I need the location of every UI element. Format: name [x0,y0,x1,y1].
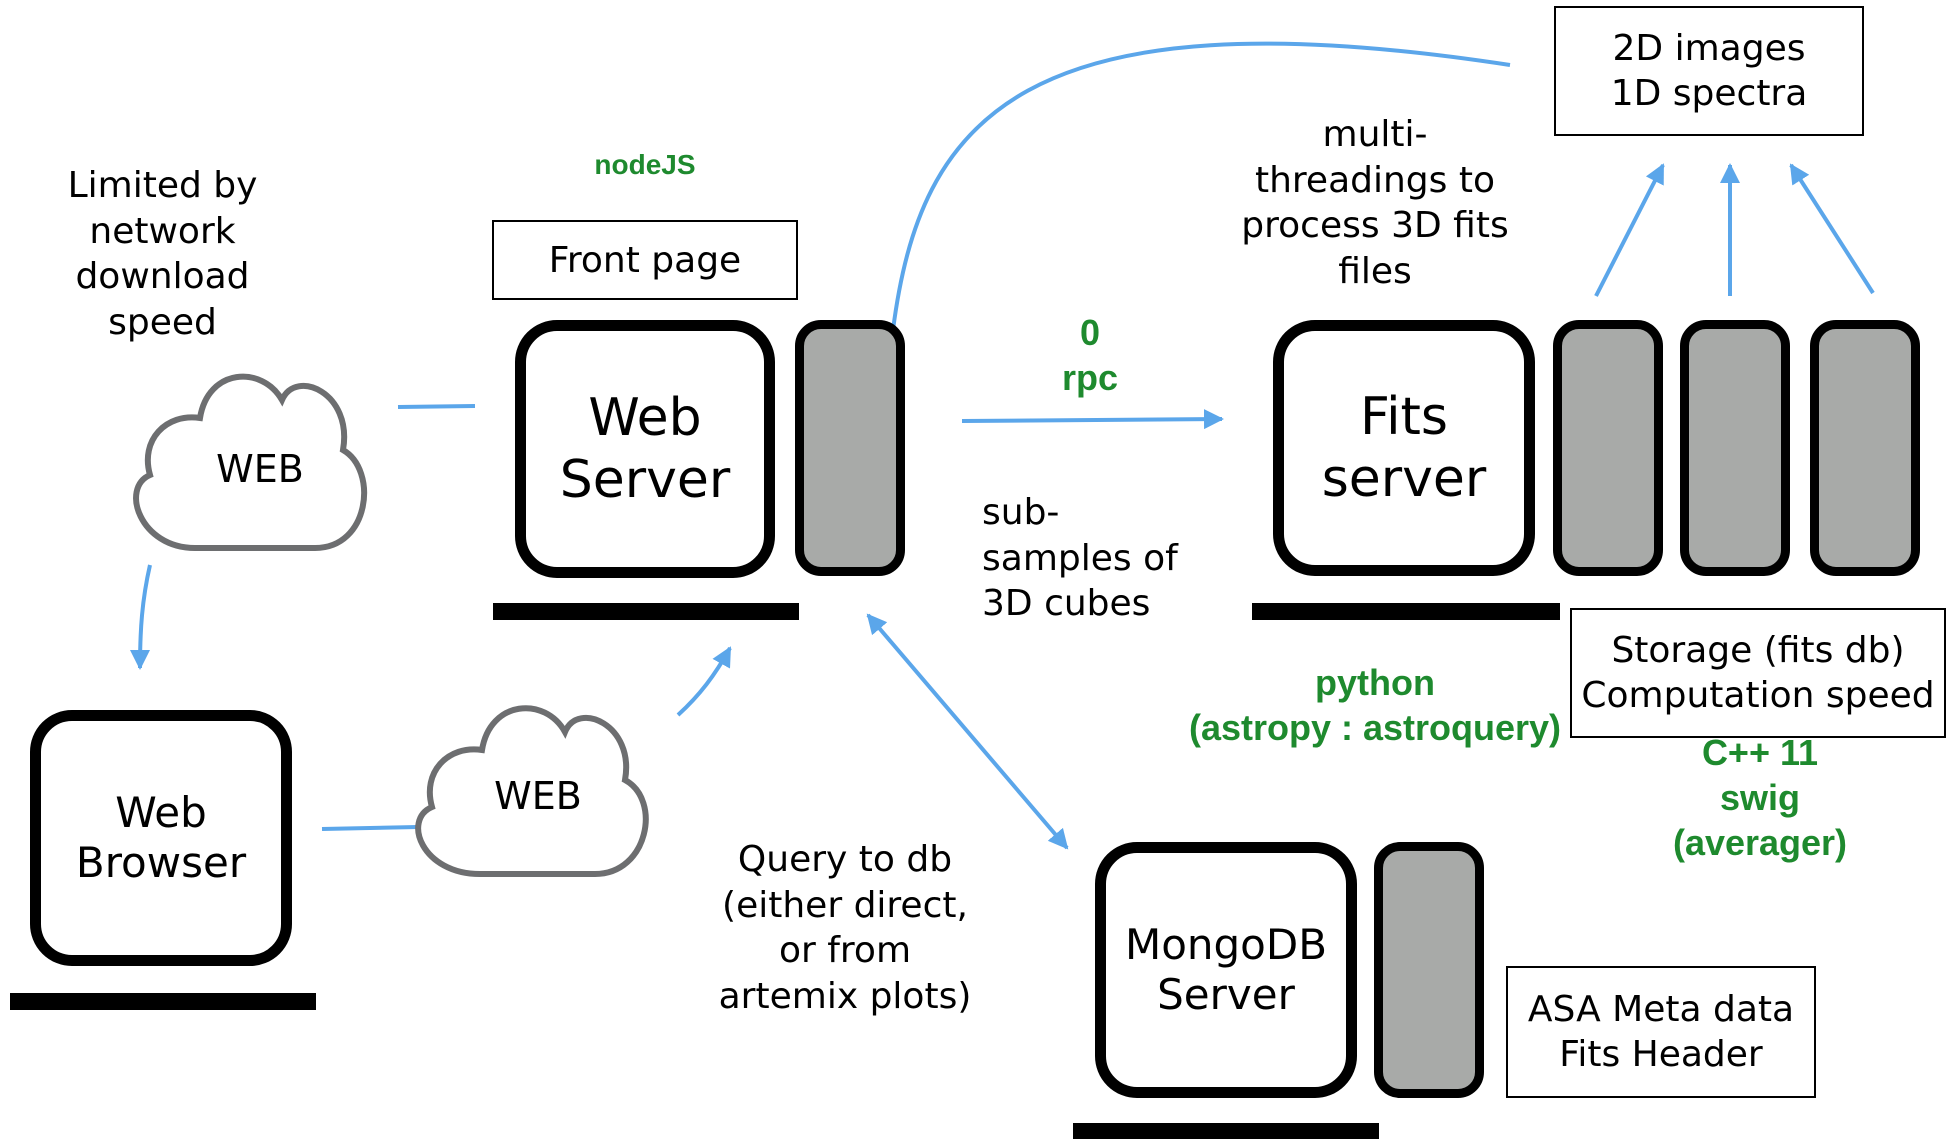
storage-label: Storage (fits db) Computation speed [1581,630,1935,716]
mongodb-monitor: MongoDB Server [1095,842,1357,1098]
subsamples-note: sub- samples of 3D cubes [982,492,1178,625]
link-browser-to-cloud [321,825,419,831]
fits-server-label: Fits server [1321,386,1487,509]
web-browser-monitor: Web Browser [30,710,292,966]
web-browser-label: Web Browser [75,787,247,887]
web-browser-base [10,993,316,1010]
fits-server-base [1252,603,1560,620]
arrow-unit3-to-outputs [1789,163,1875,295]
fits-unit-1 [1553,320,1663,576]
arrow-webserver-to-fits [961,409,1224,430]
nodejs-label: nodeJS [594,149,696,180]
mongodb-label: MongoDB Server [1124,919,1328,1019]
cloud-bottom-shape [415,705,649,877]
query-note: Query to db (either direct, or from arte… [718,839,972,1018]
cloud-bottom-label: WEB [494,774,582,818]
arc-webserver-to-outputs [891,41,1511,331]
rpc-label: 0 rpc [1061,312,1119,398]
cloud-top-label: WEB [216,447,304,491]
fits-unit-3 [1810,320,1920,576]
web-server-base [493,603,799,620]
arrow-cloud-to-browser [130,564,152,670]
fits-unit-2 [1680,320,1790,576]
limited-note: Limited by network download speed [67,165,258,344]
web-server-label: Web Server [559,387,731,510]
arrow-cloud-to-webserver [676,646,732,717]
cloud-top-shape [133,373,367,551]
link-cloud-to-webserver [397,404,476,409]
mongodb-unit [1374,842,1484,1098]
front-page-box: Front page [492,220,798,300]
python-label: python (astropy : astroquery) [1188,662,1562,748]
metadata-box: ASA Meta data Fits Header [1506,966,1816,1098]
front-page-label: Front page [548,239,742,281]
fits-server-monitor: Fits server [1273,320,1535,576]
arrow-unit1-to-outputs [1594,163,1665,297]
web-server-monitor: Web Server [515,320,775,578]
multithreading-note: multi- threadings to process 3D fits fil… [1241,114,1509,293]
arrow-webserver-mongodb [866,613,1069,850]
storage-box: Storage (fits db) Computation speed [1570,608,1946,738]
cpp-label: C++ 11 swig (averager) [1672,732,1848,863]
outputs-label: 2D images 1D spectra [1610,28,1808,114]
web-server-unit [795,320,905,576]
outputs-box: 2D images 1D spectra [1554,6,1864,136]
mongodb-base [1073,1123,1379,1139]
metadata-label: ASA Meta data Fits Header [1527,989,1795,1075]
